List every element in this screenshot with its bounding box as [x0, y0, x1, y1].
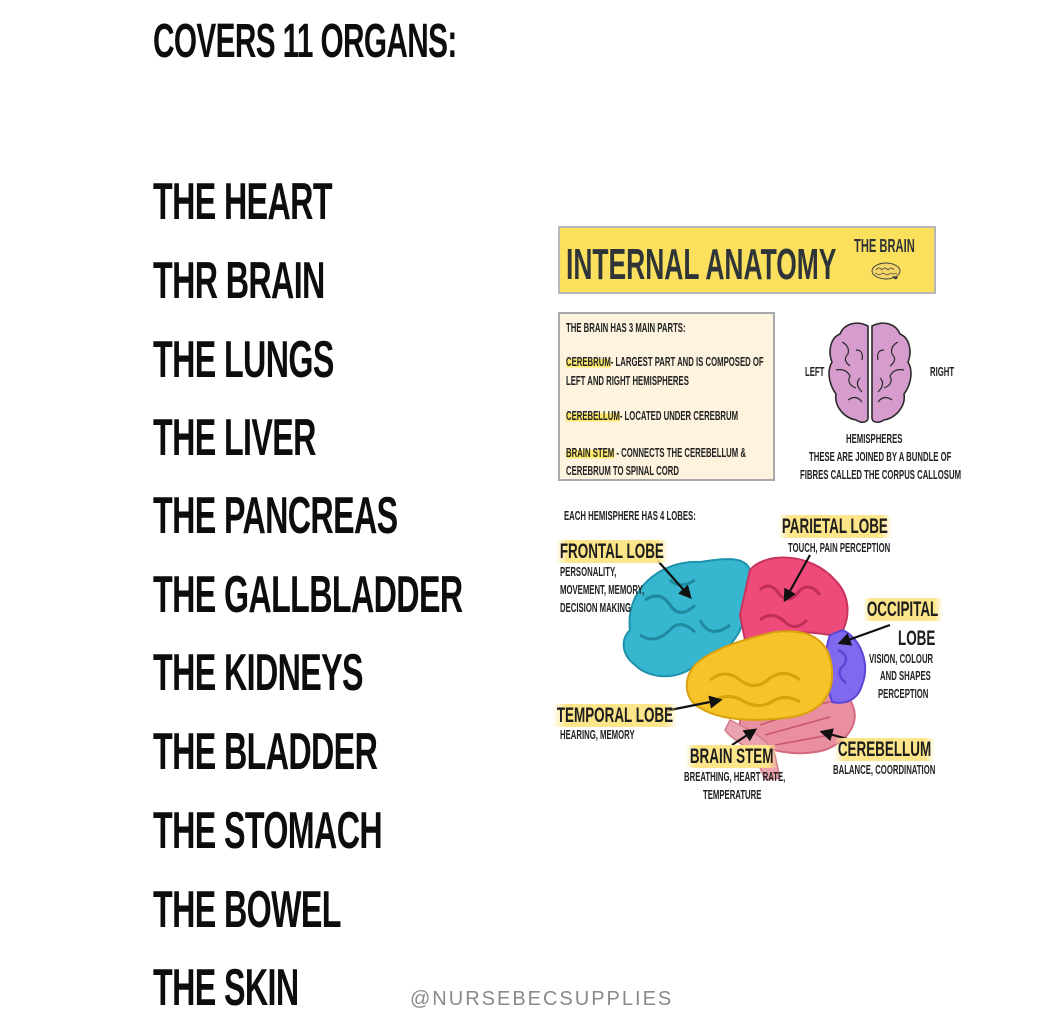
hemispheres-title: HEMISPHERES	[846, 432, 903, 446]
cerebellum-desc: BALANCE, COORDINATION	[833, 763, 936, 777]
lateral-brain-illustration	[622, 556, 867, 780]
left-label: LEFT	[805, 365, 825, 379]
brain-stem-label: BRAIN STEM	[686, 745, 778, 769]
occipital-lobe-label-2: LOBE	[898, 627, 936, 650]
brain-icon	[871, 262, 901, 280]
cerebrum-line2: LEFT AND RIGHT HEMISPHERES	[566, 374, 689, 388]
brain-stem-name: BRAIN STEM	[686, 745, 778, 768]
cerebellum-line: CEREBELLUM- LOCATED UNDER CEREBRUM	[566, 409, 739, 423]
parietal-lobe-name: PARIETAL LOBE	[778, 515, 892, 538]
cerebellum-label: CEREBELLUM	[834, 738, 936, 762]
cerebrum-term: CEREBRUM	[566, 355, 611, 369]
lobes-intro: EACH HEMISPHERE HAS 4 LOBES:	[564, 509, 696, 523]
organ-item: THE LIVER	[153, 409, 316, 467]
frontal-lobe-label: FRONTAL LOBE	[556, 540, 668, 564]
brainstem-line2: CEREBRUM TO SPINAL CORD	[566, 464, 679, 478]
cerebellum-term: CEREBELLUM	[566, 409, 620, 423]
brain-parts-box: THE BRAIN HAS 3 MAIN PARTS: CEREBRUM- LA…	[558, 312, 775, 481]
organ-item: THE KIDNEYS	[153, 644, 364, 702]
title-banner: INTERNAL ANATOMY THE BRAIN	[558, 226, 936, 294]
occipital-desc-3: PERCEPTION	[878, 687, 929, 701]
brainstem-desc: - CONNECTS THE CEREBELLUM &	[614, 446, 746, 460]
parietal-lobe-label: PARIETAL LOBE	[778, 515, 892, 539]
right-label: RIGHT	[930, 365, 955, 379]
brain-stem-desc-2: TEMPERATURE	[703, 788, 762, 802]
infographic-title: INTERNAL ANATOMY	[566, 240, 837, 289]
organ-item: THE GALLBLADDER	[153, 566, 463, 624]
frontal-desc-1: PERSONALITY,	[560, 565, 617, 579]
frontal-desc-2: MOVEMENT, MEMORY,	[560, 583, 645, 597]
brainstem-term: BRAIN STEM	[566, 446, 615, 460]
organ-item: THE BLADDER	[153, 723, 378, 781]
brainstem-line: BRAIN STEM - CONNECTS THE CEREBELLUM &	[566, 446, 746, 460]
frontal-lobe-name: FRONTAL LOBE	[556, 540, 668, 563]
occipital-lobe-label: OCCIPITAL	[863, 598, 943, 622]
occipital-lobe-name: OCCIPITAL	[863, 598, 943, 621]
organ-item: THR BRAIN	[153, 252, 325, 310]
cerebellum-desc: - LOCATED UNDER CEREBRUM	[619, 409, 739, 423]
organ-item: THE HEART	[153, 173, 333, 231]
temporal-desc: HEARING, MEMORY	[560, 728, 635, 742]
organ-item: THE SKIN	[153, 959, 299, 1017]
hemispheres-line1: THESE ARE JOINED BY A BUNDLE OF	[809, 450, 952, 464]
temporal-lobe-name: TEMPORAL LOBE	[553, 704, 677, 727]
cerebrum-line: CEREBRUM- LARGEST PART AND IS COMPOSED O…	[566, 355, 764, 369]
cerebrum-desc: - LARGEST PART AND IS COMPOSED OF	[610, 355, 764, 369]
parts-intro: THE BRAIN HAS 3 MAIN PARTS:	[566, 321, 686, 335]
organ-item: THE BOWEL	[153, 881, 341, 939]
organ-item: THE LUNGS	[153, 331, 334, 389]
infographic-subtitle: THE BRAIN	[854, 236, 915, 256]
occipital-desc-1: VISION, COLOUR	[869, 652, 934, 666]
organ-item: THE PANCREAS	[153, 487, 398, 545]
brain-hemispheres-icon	[828, 322, 912, 423]
brain-stem-desc-1: BREATHING, HEART RATE,	[684, 770, 786, 784]
cerebellum-name: CEREBELLUM	[834, 738, 936, 761]
page-heading: COVERS 11 ORGANS:	[153, 15, 457, 68]
temporal-lobe-label: TEMPORAL LOBE	[553, 704, 677, 728]
parietal-desc: TOUCH, PAIN PERCEPTION	[788, 541, 891, 555]
hemispheres-line2: FIBRES CALLED THE CORPUS CALLOSUM	[800, 468, 962, 482]
frontal-desc-3: DECISION MAKING	[560, 601, 632, 615]
watermark: @NURSEBECSUPPLIES	[410, 988, 674, 1010]
occipital-desc-2: AND SHAPES	[880, 669, 931, 683]
organ-item: THE STOMACH	[153, 802, 383, 860]
